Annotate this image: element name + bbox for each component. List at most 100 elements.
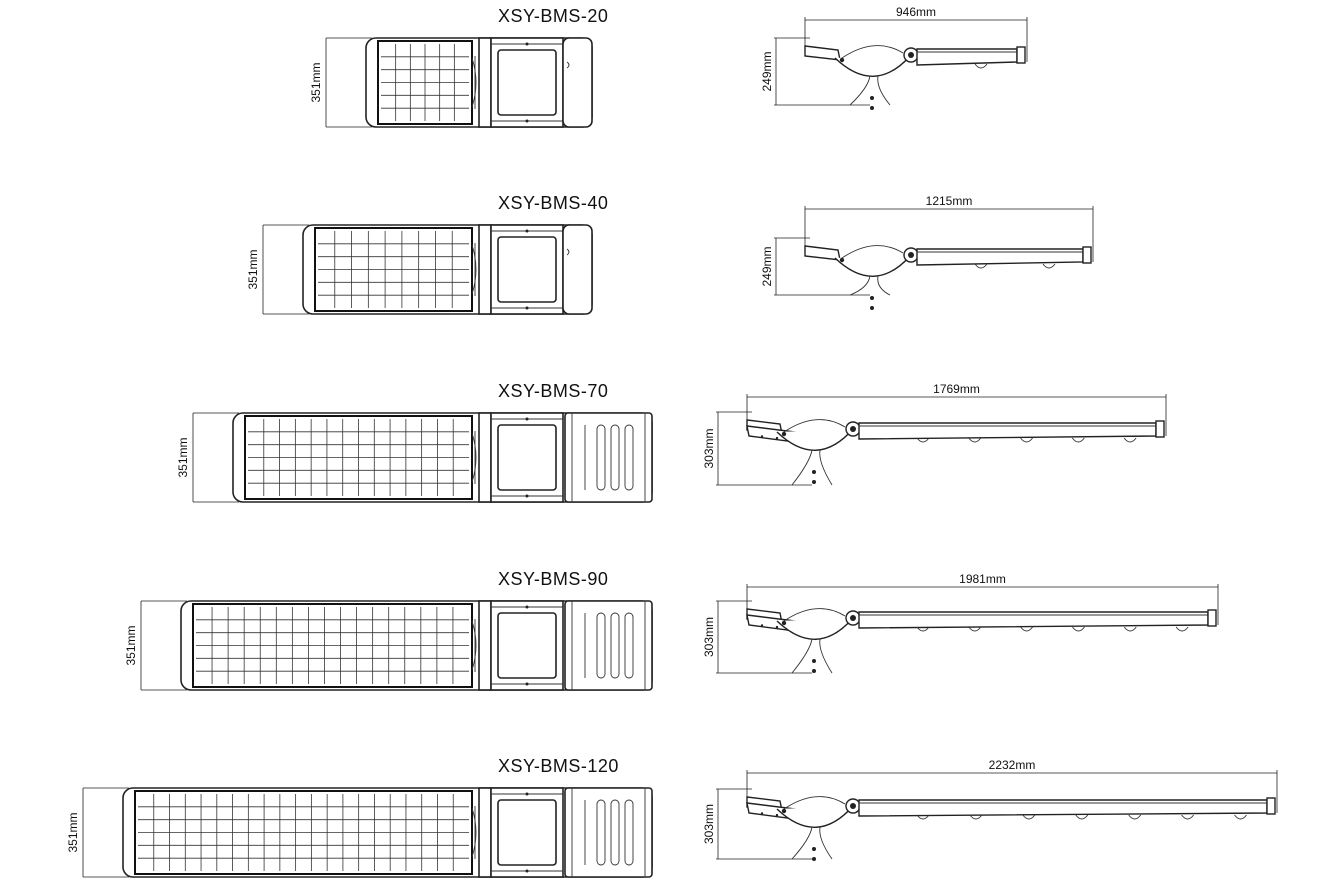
top-view: 351mm [176,412,653,503]
pole-bolt [870,296,874,300]
led-lens [1234,814,1247,820]
yoke-top-curve [783,608,846,622]
pole-socket-left [791,449,813,486]
solar-arm [804,245,841,261]
pole-socket-left [791,638,813,674]
yoke-curve [834,54,912,77]
screw [525,869,529,873]
screw [525,229,529,233]
pole-bolt [812,669,816,673]
width-label: 351mm [66,812,80,852]
battery-box [564,600,653,691]
screw [760,435,764,438]
yoke-top-curve [783,796,846,810]
yoke-curve [776,805,854,828]
model-title: XSY-BMS-120 [498,756,619,776]
pivot-bolt [839,57,845,63]
end-cap-latch [566,248,570,256]
pivot-bolt [781,620,787,626]
pivot-bolt [781,808,787,814]
led-lens [1020,626,1033,632]
length-label: 1981mm [959,572,1006,586]
pole-socket-right [877,75,891,106]
led-lens [974,63,988,69]
yoke-top-curve [841,245,904,259]
led-lens [1123,437,1137,443]
pole-socket-left [791,826,813,860]
pole-socket-right [819,826,833,860]
screw [760,812,764,815]
screw [775,625,779,629]
vent-slot [610,799,620,866]
head-connector [478,224,492,315]
led-lens [968,626,982,632]
pole-bolt [812,480,816,484]
led-lens [1181,814,1194,820]
vent-slot [596,799,606,866]
lamp-end-cap [1016,46,1026,64]
pivot-center [908,52,914,58]
model-title: XSY-BMS-20 [498,6,608,26]
led-lens [969,814,983,820]
yoke-curve [776,617,854,640]
length-label: 1215mm [926,194,973,208]
end-cap [562,37,593,128]
led-module [497,49,557,116]
pole-bolt [870,106,874,110]
width-label: 351mm [124,625,138,665]
led-lens [968,437,982,443]
width-label: 351mm [176,437,190,477]
led-module [497,799,557,866]
end-cap-latch [566,61,570,69]
vent-slot [610,612,620,679]
lamp-end-cap [1155,420,1165,438]
model-4-group: XSY-BMS-90 351mm 1981mm 303mm [124,569,1219,691]
width-label: 351mm [309,62,323,102]
screw [760,624,764,627]
head-connector [478,787,492,878]
vent-slot [624,799,634,866]
top-view: 351mm [246,224,593,315]
battery-box [564,412,653,503]
height-label: 249mm [760,246,774,286]
screw [525,682,529,686]
width-label: 351mm [246,249,260,289]
lamp-end-cap [1082,246,1092,264]
screw [775,436,779,440]
yoke-curve [776,428,854,451]
led-lens [1128,814,1142,820]
hinge [471,244,477,295]
screw [525,494,529,498]
length-label: 946mm [896,5,936,19]
yoke-curve [834,254,912,277]
led-lens [1175,626,1189,632]
model-title: XSY-BMS-90 [498,569,608,589]
hinge [471,432,477,483]
model-title: XSY-BMS-40 [498,193,608,213]
pole-socket-right [819,449,833,486]
led-lens [1022,814,1036,820]
top-view: 351mm [66,787,653,878]
yoke-top-curve [783,419,846,433]
pole-bolt [812,470,816,474]
height-label: 303mm [702,617,716,657]
end-cap [562,224,593,315]
side-view: 1215mm 249mm [760,194,1094,310]
pivot-bolt [839,257,845,263]
pivot-bolt [781,431,787,437]
screw [525,605,529,609]
led-lens [1075,814,1089,820]
screw [525,42,529,46]
pole-bolt [812,659,816,663]
solar-arm [804,45,841,61]
pole-bolt [812,847,816,851]
lamp-body [858,611,1209,629]
screw [525,792,529,796]
height-label: 249mm [760,51,774,91]
led-module [497,612,557,679]
yoke-top-curve [841,45,904,59]
screw [525,119,529,123]
